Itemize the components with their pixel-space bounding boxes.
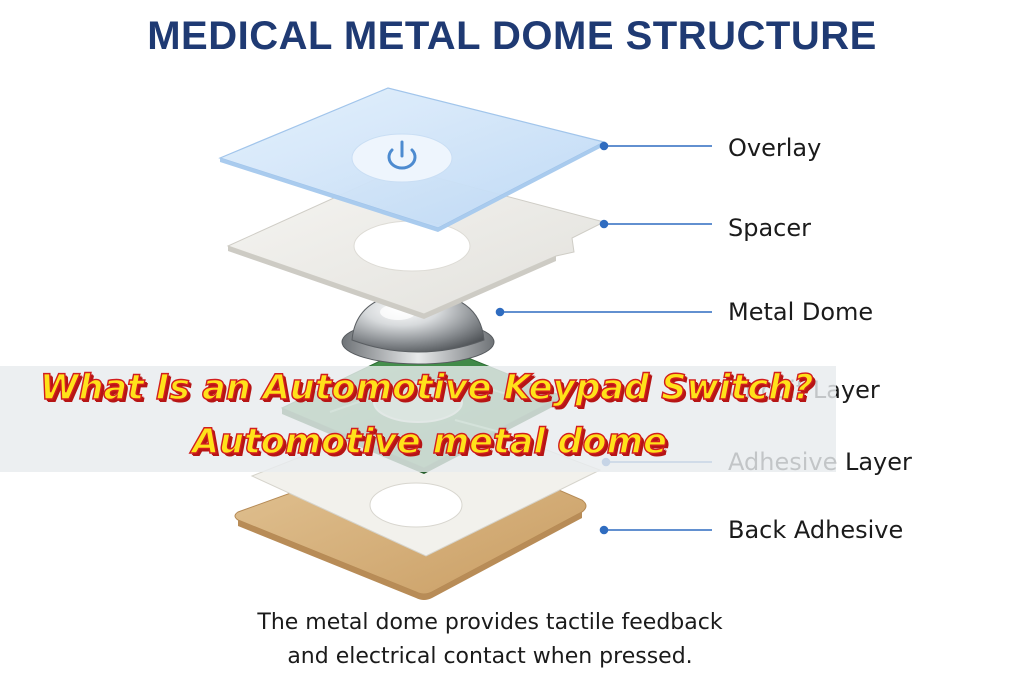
overlay-layer (218, 87, 606, 232)
banner-subheadline: Automotive metal dome (191, 421, 667, 462)
caption-line-1: The metal dome provides tactile feedback (257, 610, 723, 635)
promo-banner (0, 366, 836, 472)
banner-headline: What Is an Automotive Keypad Switch? (39, 367, 814, 408)
label-spacer: Spacer (728, 214, 812, 242)
metal-dome (341, 291, 495, 365)
caption-line-2: and electrical contact when pressed. (287, 644, 693, 669)
label-back-adhesive: Back Adhesive (728, 516, 904, 544)
power-icon (387, 140, 417, 170)
adhesive-cutout (369, 482, 463, 528)
label-overlay: Overlay (728, 134, 822, 162)
spacer-layer (226, 167, 606, 319)
diagram-caption: The metal dome provides tactile feedback… (0, 606, 980, 674)
label-metal-dome: Metal Dome (728, 298, 874, 326)
diagram-title: MEDICAL METAL DOME STRUCTURE (147, 14, 877, 58)
spacer-cutout (353, 220, 471, 272)
